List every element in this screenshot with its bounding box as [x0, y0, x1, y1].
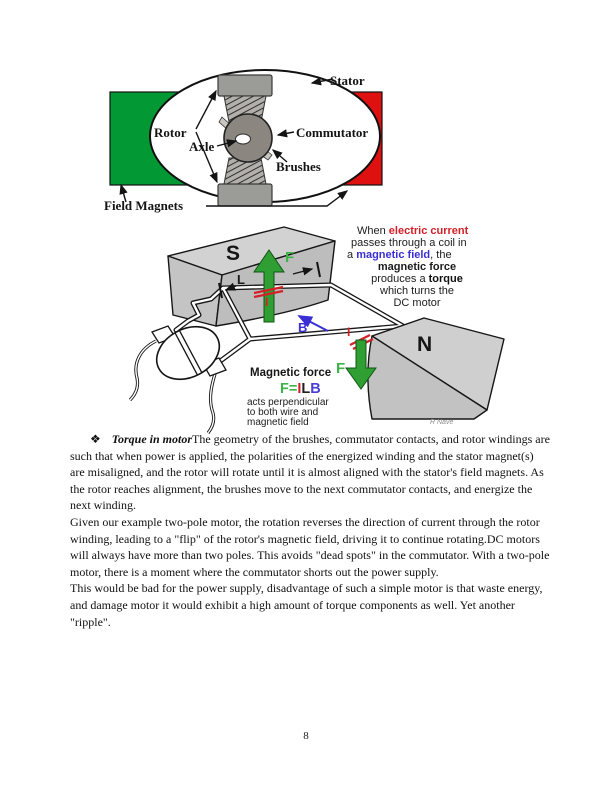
rotor-bottom-block — [217, 183, 273, 207]
commutator-arrow — [276, 129, 295, 138]
formula-filb: F=ILB — [280, 381, 321, 397]
caption-line-5: produces a torque — [371, 273, 463, 285]
rotor-arrow-top — [195, 89, 217, 130]
l-arrow-left — [224, 282, 237, 291]
motor-drum — [155, 325, 221, 381]
force-label-top: F — [285, 249, 294, 266]
field-magnets-arrow-right — [206, 190, 349, 207]
force-arrow-up — [253, 249, 285, 323]
paragraph-heading: Torque in motor — [111, 432, 193, 446]
l-tick-right — [316, 261, 321, 278]
caption-line-6: which turns the — [379, 285, 454, 297]
current-label-top: I — [265, 295, 268, 309]
paragraph-1-text: The geometry of the brushes, commutator … — [70, 432, 550, 513]
n-pole-label: N — [417, 333, 432, 356]
paragraph-torque: ❖ Torque in motorThe geometry of the brus… — [70, 431, 550, 514]
formula-desc-1: acts perpendicular — [247, 397, 329, 408]
body-text: ❖ Torque in motorThe geometry of the brus… — [70, 431, 550, 630]
formula-title: Magnetic force — [250, 367, 331, 379]
motor-commutator-assembly — [128, 325, 227, 434]
rotor-arrow-bottom — [195, 131, 218, 184]
s-pole-label: S — [226, 242, 240, 265]
caption-block: When electric current passes through a c… — [347, 225, 469, 309]
credit-signature: R Nave — [430, 419, 453, 426]
l-tick-left — [218, 282, 223, 299]
caption-line-2: passes through a coil in — [351, 237, 467, 249]
b-field-arrow — [297, 315, 329, 332]
label-field-magnets: Field Magnets — [104, 198, 183, 213]
field-magnets-arrow-left — [119, 183, 128, 203]
label-rotor: Rotor — [154, 125, 187, 140]
label-axle: Axle — [189, 139, 215, 154]
brushes-arrow — [271, 149, 288, 163]
formula-block: Magnetic force F=ILB acts perpendicular … — [247, 367, 331, 428]
formula-desc-2: to both wire and — [247, 407, 318, 418]
page-number: 8 — [303, 730, 309, 742]
caption-line-1: When electric current — [357, 225, 469, 237]
n-magnet: N — [367, 317, 505, 420]
axle-hole — [235, 133, 251, 145]
force-arrow-down — [345, 339, 377, 390]
caption-line-3: a magnetic field, the — [347, 249, 452, 261]
axle-arrow — [216, 139, 238, 148]
formula-desc-3: magnetic field — [247, 417, 309, 428]
stator-arrow — [310, 77, 334, 86]
s-magnet: S — [167, 226, 336, 327]
label-stator: Stator — [330, 73, 365, 88]
label-commutator: Commutator — [296, 125, 368, 140]
b-field-label: B — [298, 320, 307, 335]
list-bullet: ❖ — [90, 432, 101, 446]
force-label-bottom: F — [336, 360, 345, 377]
paragraph-3: This would be bad for the power supply, … — [70, 581, 543, 629]
label-brushes: Brushes — [276, 159, 321, 174]
dc-motor-cross-section-diagram: Stator Rotor Commutator Axle Brushes Fie… — [104, 69, 383, 213]
caption-line-7: DC motor — [393, 297, 440, 309]
magnetic-force-diagram: S L — [128, 225, 505, 434]
current-mark-top — [253, 285, 284, 295]
rotor-top-block — [217, 74, 273, 97]
l-arrow-right — [292, 267, 314, 276]
length-label: L — [237, 272, 245, 287]
current-label-right: I — [347, 325, 350, 339]
caption-line-4: magnetic force — [378, 261, 456, 273]
paragraph-2: Given our example two-pole motor, the ro… — [70, 514, 550, 579]
